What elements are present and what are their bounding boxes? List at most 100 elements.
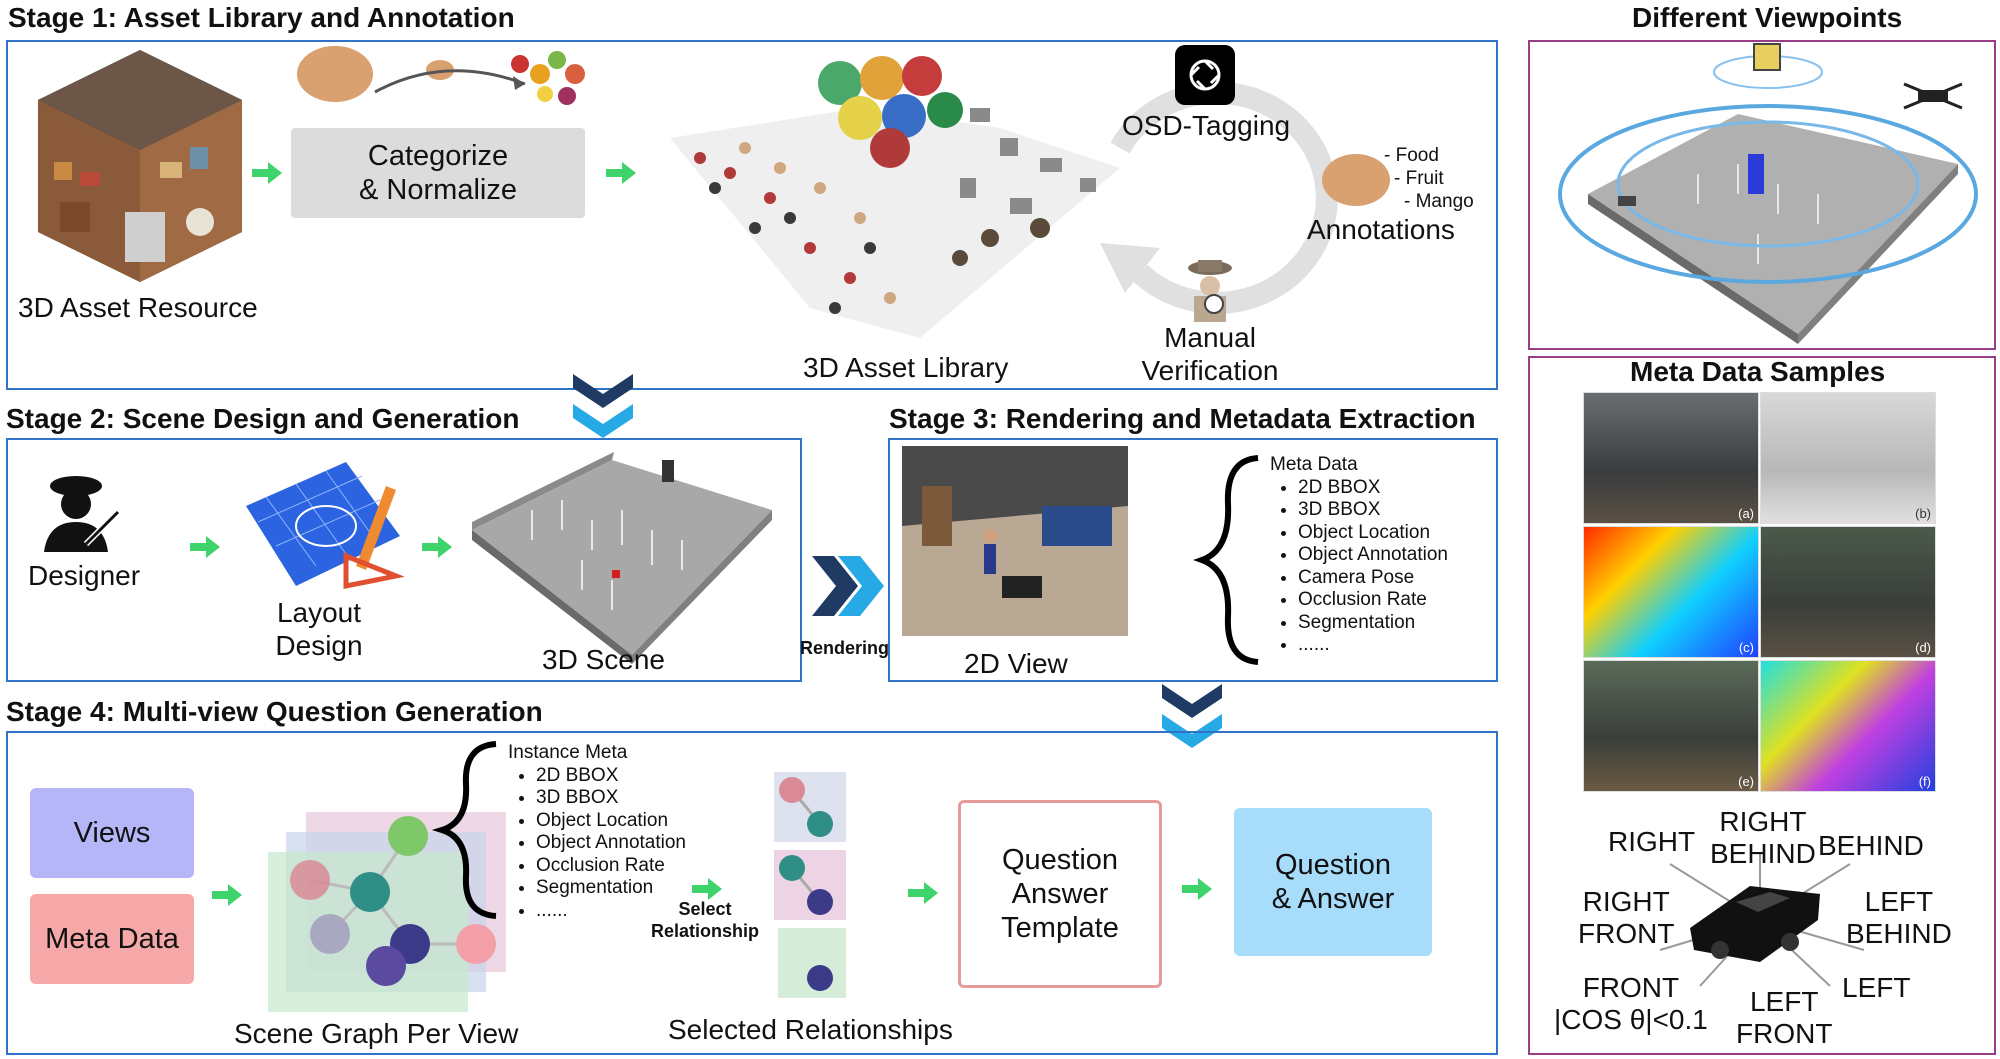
meta-data-box: Meta Data (30, 894, 194, 984)
manual-line2: Verification (1141, 355, 1279, 386)
openai-logo-icon (1175, 45, 1235, 105)
instance-meta-item: 2D BBOX (536, 765, 686, 788)
mango-to-fruits-image (297, 46, 585, 105)
select-line1: Select (678, 899, 732, 919)
flow-arrow-icon (252, 162, 282, 184)
asset-library-label: 3D Asset Library (803, 352, 1009, 383)
meta-data-item: 3D BBOX (1298, 499, 1448, 522)
direction-left-behind-1: LEFT (1864, 886, 1934, 917)
meta-data-item: Segmentation (1298, 612, 1448, 635)
instance-meta-item: ...... (536, 900, 686, 923)
direction-right-front: RIGHT FRONT (1578, 886, 1674, 950)
3d-scene-label: 3D Scene (542, 644, 665, 675)
sample-tag: (c) (1738, 640, 1754, 655)
mango-image (1322, 154, 1390, 206)
annotation-item: - Fruit (1394, 168, 1444, 189)
categorize-normalize-box: Categorize& Normalize (291, 128, 585, 218)
views-label: Views (73, 817, 151, 849)
sample-tag: (a) (1738, 506, 1754, 521)
stage4-title: Stage 4: Multi-view Question Generation (6, 696, 543, 727)
osd-tagging-label: OSD-Tagging (1122, 110, 1291, 141)
asset-resource-room-image (38, 50, 242, 282)
direction-right-behind: RIGHT BEHIND (1710, 806, 1816, 870)
instance-meta-item: Segmentation (536, 877, 686, 900)
annotation-item: - Mango (1404, 191, 1474, 212)
chevron-right-icon (812, 556, 884, 616)
stage1-panel (6, 40, 1498, 390)
instance-meta-item: 3D BBOX (536, 787, 686, 810)
layout-blueprint-icon (246, 462, 405, 590)
direction-right-front-2: FRONT (1578, 918, 1675, 949)
flow-arrow-icon (908, 882, 938, 904)
asset-resource-label: 3D Asset Resource (18, 292, 258, 323)
direction-left-behind-2: BEHIND (1846, 918, 1952, 949)
viewpoints-title: Different Viewpoints (1632, 2, 1903, 33)
direction-behind: BEHIND (1818, 830, 1924, 861)
flow-arrow-icon (1182, 878, 1212, 900)
template-line3: Template (1001, 912, 1119, 944)
layout-line2: Design (275, 630, 363, 661)
template-line1: Question (1001, 844, 1119, 876)
direction-right-front-1: RIGHT (1582, 886, 1670, 917)
direction-left-front-2: FRONT (1736, 1018, 1833, 1049)
sample-tag: (f) (1918, 774, 1931, 789)
3d-scene-image (472, 452, 772, 664)
instance-meta-item: Object Annotation (536, 832, 686, 855)
flow-arrow-icon (692, 878, 722, 900)
samples-title: Meta Data Samples (1630, 356, 1886, 387)
meta-data-list: Meta Data 2D BBOX 3D BBOX Object Locatio… (1270, 454, 1448, 657)
direction-left: LEFT (1842, 972, 1911, 1003)
instance-meta-item: Occlusion Rate (536, 855, 686, 878)
stage3-panel (888, 438, 1498, 682)
meta-data-box-label: Meta Data (45, 923, 179, 955)
select-line2: Relationship (650, 921, 759, 941)
meta-data-item: Object Location (1298, 522, 1448, 545)
direction-right: RIGHT (1608, 826, 1696, 857)
selected-relationships-image (774, 772, 846, 998)
question-answer-box: Question& Answer (1234, 808, 1432, 956)
flow-arrow-icon (422, 536, 452, 558)
stage2-panel (6, 438, 802, 682)
annotations-label: Annotations (1307, 214, 1455, 245)
meta-data-title: Meta Data (1270, 454, 1358, 475)
qa-template-box: Question Answer Template (958, 800, 1162, 988)
stage3-title: Stage 3: Rendering and Metadata Extracti… (889, 403, 1476, 434)
instance-meta-title: Instance Meta (508, 742, 628, 763)
viewpoints-scene-image (1558, 43, 1978, 344)
2d-view-label: 2D View (964, 648, 1068, 679)
scene-graph-label: Scene Graph Per View (234, 1018, 519, 1049)
categorize-line2: & Normalize (359, 174, 517, 206)
sample-thumbnail-d: (d) (1760, 526, 1936, 658)
categorize-line1: Categorize (367, 140, 509, 172)
flow-arrow-icon (190, 536, 220, 558)
sample-tag: (e) (1738, 774, 1754, 789)
sample-thumbnail-b: (b) (1760, 392, 1936, 524)
annotation-hierarchy: - Food - Fruit - Mango (1384, 144, 1474, 213)
sample-thumbnail-c: (c) (1583, 526, 1759, 658)
curly-brace-icon (1193, 455, 1259, 665)
inspector-icon (1188, 260, 1232, 322)
meta-data-item: 2D BBOX (1298, 477, 1448, 500)
manual-line1: Manual (1164, 322, 1256, 353)
2d-view-image (902, 446, 1128, 636)
curly-brace-icon (431, 741, 497, 919)
scene-graph-image (268, 812, 506, 1012)
flow-arrow-icon (606, 162, 636, 184)
stage1-title: Stage 1: Asset Library and Annotation (8, 2, 515, 33)
designer-label: Designer (28, 560, 141, 591)
instance-meta-item: Object Location (536, 810, 686, 833)
selected-relationships-label: Selected Relationships (668, 1014, 953, 1045)
rendering-label: Rendering (800, 638, 890, 658)
sample-thumbnail-e: (e) (1583, 660, 1759, 792)
meta-data-item: ...... (1298, 634, 1448, 657)
sample-thumbnail-f: (f) (1760, 660, 1936, 792)
car-direction-image (1659, 852, 1865, 987)
sample-tag: (b) (1915, 506, 1931, 521)
meta-data-item: Object Annotation (1298, 544, 1448, 567)
direction-right-behind-1: RIGHT (1719, 806, 1807, 837)
flow-arrow-icon (212, 884, 242, 906)
samples-panel (1528, 356, 1996, 1055)
qa-line1: Question (1274, 849, 1392, 881)
direction-front-label: FRONT (1582, 972, 1680, 1003)
